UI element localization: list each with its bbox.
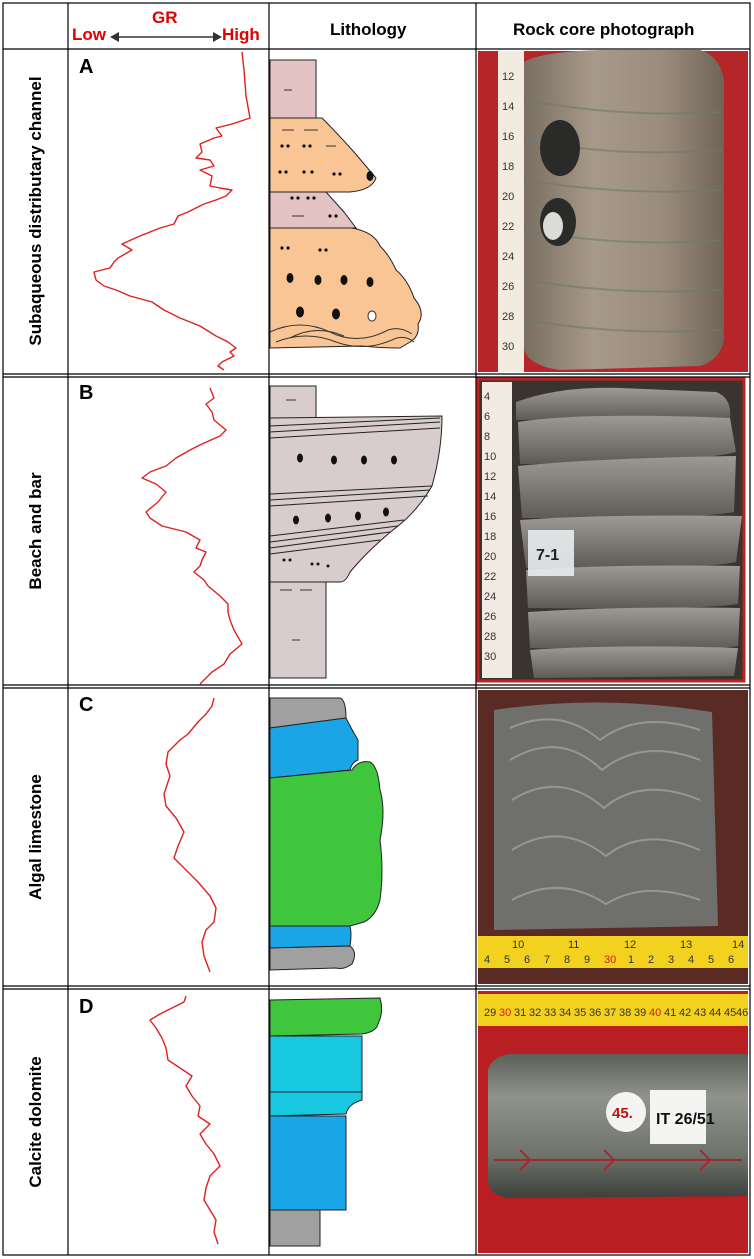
ruler-mark: 22 [502,221,514,233]
ruler-mark: 12 [502,71,514,83]
ruler-mark: 44 [709,1007,721,1019]
ruler-mark: 34 [559,1007,571,1019]
ruler-mark: 36 [589,1007,601,1019]
photo-c-tape-bottom: 4 5 6 7 8 9 30 1 2 3 4 5 6 [484,954,734,966]
gr-curve-d [149,995,221,1245]
gr-low-label: Low [72,25,106,44]
photo-b-tag: 7-1 [536,547,559,564]
gr-curve-b [141,387,243,685]
ruler-mark: 10 [484,451,496,463]
ruler-mark: 18 [484,531,496,543]
ruler-mark: 11 [568,939,579,951]
photo-c-tape-top: 10 11 12 13 14 [512,939,744,951]
ruler-mark: 12 [484,471,496,483]
ruler-mark: 14 [732,939,744,951]
ruler-mark: 3 [668,954,674,966]
ruler-mark: 16 [502,131,514,143]
ruler-mark: 4 [484,954,490,966]
ruler-mark: 46 [736,1007,748,1019]
ruler-mark: 12 [624,939,636,951]
ruler-mark: 24 [502,251,514,263]
ruler-mark: 32 [529,1007,541,1019]
ruler-mark: 26 [484,611,496,623]
ruler-mark: 1 [628,954,634,966]
gr-arrow [110,32,222,42]
ruler-mark: 28 [484,631,496,643]
ruler-mark: 30 [604,954,616,966]
photo-d-tag-number: 45. [612,1105,633,1122]
lithology-b [269,385,443,679]
ruler-mark: 5 [504,954,510,966]
photo-d-tape-marks: 29 30 31 32 33 34 35 36 37 38 39 40 41 4… [484,1007,748,1019]
ruler-mark: 9 [584,954,590,966]
ruler-mark: 30 [484,651,496,663]
ruler-mark: 4 [688,954,694,966]
ruler-mark: 30 [502,341,514,353]
ruler-mark: 16 [484,511,496,523]
ruler-mark: 43 [694,1007,706,1019]
ruler-mark: 6 [484,411,490,423]
gr-curve-c [163,697,217,973]
gr-title: GR [152,8,178,27]
lithology-d [269,997,383,1247]
photo-d-tag-code: IT 26/51 [656,1111,715,1128]
row-letter-b: B [79,382,94,404]
lithology-a [269,59,422,349]
ruler-mark: 41 [664,1007,676,1019]
ruler-mark: 35 [574,1007,586,1019]
gr-high-label: High [222,25,260,44]
ruler-mark: 40 [649,1007,661,1019]
ruler-mark: 33 [544,1007,556,1019]
ruler-mark: 4 [484,391,490,403]
ruler-mark: 42 [679,1007,691,1019]
ruler-mark: 28 [502,311,514,323]
ruler-mark: 2 [648,954,654,966]
ruler-mark: 18 [502,161,514,173]
ruler-mark: 13 [680,939,692,951]
ruler-mark: 22 [484,571,496,583]
photo-header: Rock core photograph [513,20,695,39]
ruler-mark: 14 [502,101,514,113]
ruler-mark: 8 [484,431,490,443]
ruler-mark: 7 [544,954,550,966]
photo-c [478,690,748,984]
photo-a [478,50,748,372]
ruler-mark: 14 [484,491,496,503]
ruler-mark: 45 [724,1007,736,1019]
ruler-mark: 8 [564,954,570,966]
ruler-mark: 31 [514,1007,526,1019]
ruler-mark: 6 [728,954,734,966]
ruler-mark: 20 [484,551,496,563]
photo-a-ruler-marks: 12 14 16 18 20 22 24 26 28 30 [502,71,514,353]
lithology-header: Lithology [330,20,407,39]
ruler-mark: 5 [708,954,714,966]
row-letter-d: D [79,996,94,1018]
ruler-mark: 29 [484,1007,496,1019]
ruler-mark: 6 [524,954,530,966]
ruler-mark: 26 [502,281,514,293]
row-letter-c: C [79,694,94,716]
ruler-mark: 24 [484,591,496,603]
ruler-mark: 38 [619,1007,631,1019]
lithology-c [269,697,384,971]
photo-d [478,991,748,1253]
row-letter-a: A [79,56,94,78]
ruler-mark: 10 [512,939,524,951]
gr-curve-a [93,51,251,371]
ruler-mark: 39 [634,1007,646,1019]
photo-b-ruler-marks: 4 6 8 10 12 14 16 18 20 22 24 26 28 30 [484,391,496,663]
ruler-mark: 20 [502,191,514,203]
ruler-mark: 30 [499,1007,511,1019]
ruler-mark: 37 [604,1007,616,1019]
photo-b [476,377,746,683]
